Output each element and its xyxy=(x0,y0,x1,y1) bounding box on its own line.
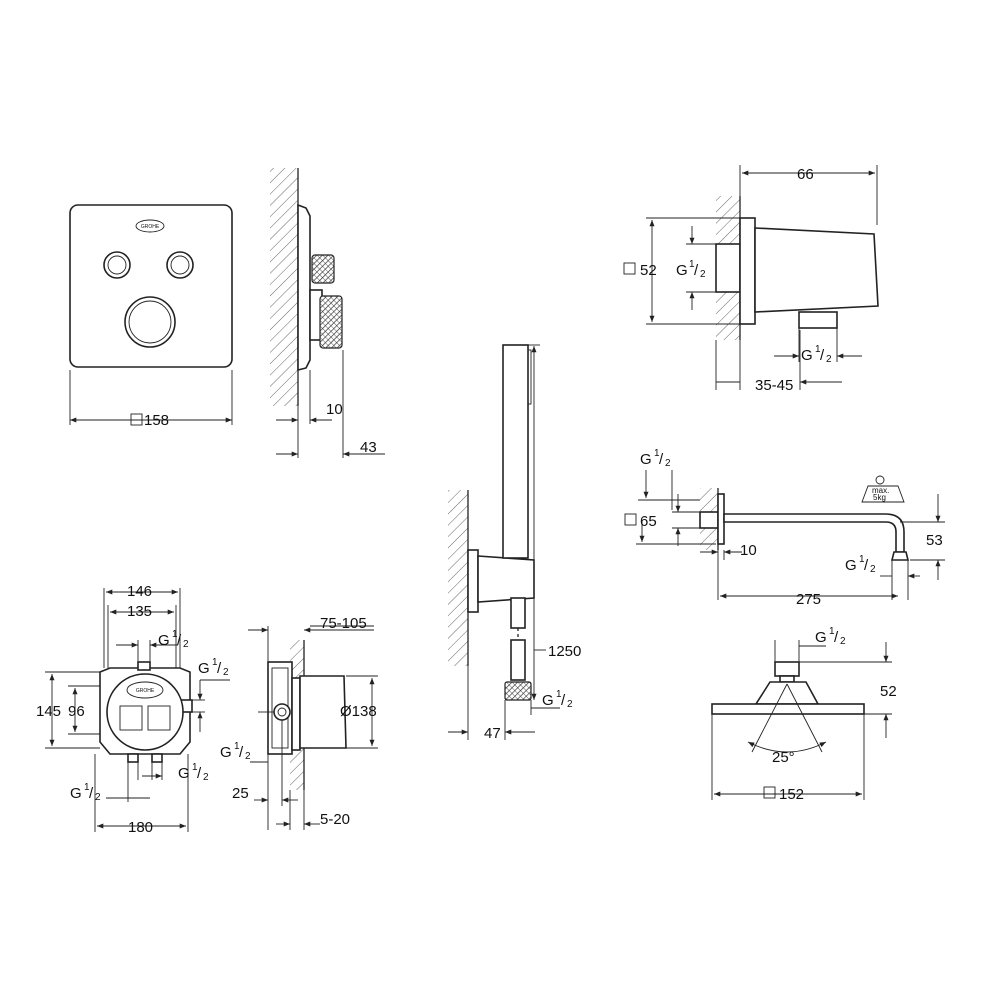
box-right-thread-g: G xyxy=(198,660,210,677)
box-left-slash: / xyxy=(89,785,94,802)
hand-shower-view: 1250 G 1 / 2 47 xyxy=(448,344,581,742)
brand-logo-text: GROHE xyxy=(141,224,160,230)
side-thread-num: 1 xyxy=(234,741,240,752)
box-top-slash: / xyxy=(177,632,182,649)
box-left-thread-g: G xyxy=(70,785,82,802)
panel-side-view: 10 43 xyxy=(270,168,385,458)
box-top-den: 2 xyxy=(183,639,189,650)
dim-elbow-width: 66 xyxy=(797,166,814,183)
box-bottom-den: 2 xyxy=(203,772,209,783)
dim-side-diameter: Ø138 xyxy=(340,703,377,720)
arm-out-thread-num: 1 xyxy=(859,554,865,565)
arm-thread-den: 2 xyxy=(665,458,671,469)
head-thread-slash: / xyxy=(834,629,839,646)
dim-hose-length: 1250 xyxy=(548,643,581,660)
dim-head-angle: 25° xyxy=(772,749,795,766)
dim-side-range-small: 5-20 xyxy=(320,811,350,828)
elbow-bottom-thread-g: G xyxy=(801,347,813,364)
hand-thread-g: G xyxy=(542,692,554,709)
side-thread-g: G xyxy=(220,744,232,761)
dim-elbow-square: 52 xyxy=(640,262,657,279)
head-thread-num: 1 xyxy=(829,626,835,637)
wall-elbow-view: 66 52 G 1 / 2 G 1 / 2 35-45 xyxy=(623,165,879,394)
elbow-thread-num: 1 xyxy=(689,259,695,270)
concealed-box-front-view: GROHE 146 135 G 1 / 2 G 1 / 2 145 96 xyxy=(36,583,230,836)
dim-elbow-range: 35-45 xyxy=(755,377,793,394)
box-bottom-slash: / xyxy=(197,765,202,782)
hand-thread-num: 1 xyxy=(556,689,562,700)
panel-front-view: GROHE 158 xyxy=(69,204,233,429)
dim-panel-width: 158 xyxy=(144,412,169,429)
elbow-bottom-den: 2 xyxy=(826,354,832,365)
grohe-logo-icon xyxy=(126,681,164,699)
dim-box-145: 145 xyxy=(36,703,61,720)
dim-box-146: 146 xyxy=(127,583,152,600)
dim-box-135: 135 xyxy=(127,603,152,620)
elbow-bottom-slash: / xyxy=(820,347,825,364)
box-top-num: 1 xyxy=(172,629,178,640)
dim-box-180: 180 xyxy=(128,819,153,836)
arm-thread-slash: / xyxy=(659,451,664,468)
hand-thread-slash: / xyxy=(561,692,566,709)
concealed-box-side-view: 75-105 Ø138 G 1 / 2 25 5-20 xyxy=(220,615,378,830)
box-left-num: 1 xyxy=(84,782,90,793)
dim-arm-length: 275 xyxy=(796,591,821,608)
head-thread-den: 2 xyxy=(840,636,846,647)
box-left-den: 2 xyxy=(95,792,101,803)
box-right-den: 2 xyxy=(223,667,229,678)
dim-panel-depth-10: 10 xyxy=(326,401,343,418)
elbow-bottom-num: 1 xyxy=(815,344,821,355)
dim-hand-offset: 47 xyxy=(484,725,501,742)
dim-panel-depth-43: 43 xyxy=(360,439,377,456)
box-top-thread-g: G xyxy=(158,632,170,649)
dim-side-25: 25 xyxy=(232,785,249,802)
box-brand-logo-text: GROHE xyxy=(136,688,155,694)
square-symbol-icon xyxy=(763,786,776,799)
arm-thread-num: 1 xyxy=(654,448,660,459)
weight-label-kg: 5kg xyxy=(873,493,886,502)
dim-head-height: 52 xyxy=(880,683,897,700)
arm-out-thread-den: 2 xyxy=(870,564,876,575)
square-symbol-icon xyxy=(130,413,143,426)
dim-arm-depth: 10 xyxy=(740,542,757,559)
square-symbol-icon xyxy=(624,513,637,526)
box-bottom-thread-g: G xyxy=(178,765,190,782)
dim-arm-height: 53 xyxy=(926,532,943,549)
shower-arm-view: max. 5kg G 1 / 2 65 10 53 G 1 / 2 xyxy=(624,448,945,608)
elbow-thread-den: 2 xyxy=(700,269,706,280)
elbow-thread-g: G xyxy=(676,262,688,279)
dim-head-square: 152 xyxy=(779,786,804,803)
box-bottom-num: 1 xyxy=(192,762,198,773)
square-symbol-icon xyxy=(623,262,636,275)
box-right-num: 1 xyxy=(212,657,218,668)
dim-arm-square: 65 xyxy=(640,513,657,530)
arm-out-thread-g: G xyxy=(845,557,857,574)
box-right-slash: / xyxy=(217,660,222,677)
grohe-logo-icon xyxy=(135,219,165,233)
head-thread-g: G xyxy=(815,629,827,646)
dim-box-96: 96 xyxy=(68,703,85,720)
side-thread-den: 2 xyxy=(245,751,251,762)
hand-thread-den: 2 xyxy=(567,699,573,710)
side-thread-slash: / xyxy=(239,744,244,761)
dim-side-range: 75-105 xyxy=(320,615,367,632)
shower-head-view: 25° 52 G 1 / 2 152 xyxy=(711,626,897,803)
elbow-thread-slash: / xyxy=(694,262,699,279)
arm-thread-g: G xyxy=(640,451,652,468)
arm-out-thread-slash: / xyxy=(864,557,869,574)
weight-label-max: max. xyxy=(872,486,889,495)
